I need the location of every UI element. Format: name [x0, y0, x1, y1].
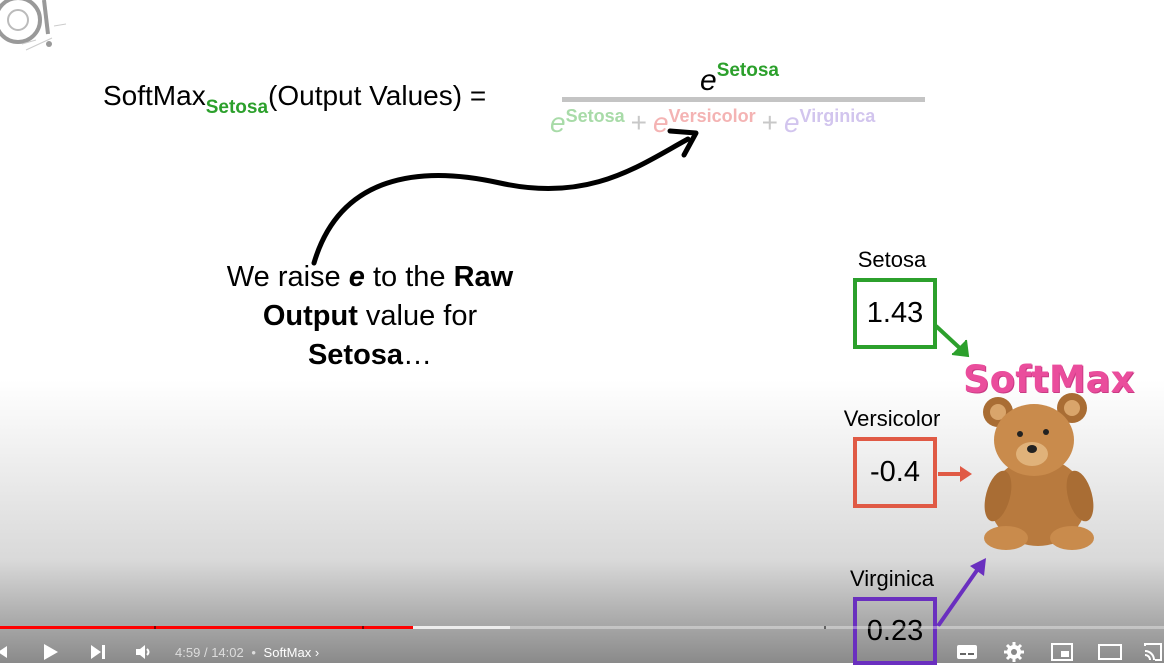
chapter-marker	[824, 626, 826, 629]
progress-bar[interactable]	[0, 626, 1164, 629]
chapter-title[interactable]: SoftMax	[263, 645, 312, 660]
class-label-virginica: Virginica	[850, 566, 934, 591]
next-icon[interactable]	[86, 640, 110, 664]
softmax-title: SoftMax	[963, 358, 1135, 401]
class-label-versicolor: Versicolor	[843, 406, 941, 431]
miniplayer-icon[interactable]	[1049, 641, 1075, 663]
volume-icon[interactable]	[132, 640, 156, 664]
prev-icon[interactable]	[0, 640, 12, 664]
time-display: 4:59 / 14:02 • SoftMax ›	[175, 645, 320, 660]
explanation-text: We raise e to the Raw Output value for S…	[226, 261, 514, 371]
progress-played	[0, 626, 414, 629]
subtitles-icon[interactable]	[954, 641, 980, 663]
virginica-arrow	[936, 558, 986, 628]
value-box-setosa: 1.43	[853, 278, 937, 349]
formula-denominator: eSetosa+eVersicolor+eVirginica	[550, 106, 876, 138]
chapter-marker	[154, 626, 156, 629]
channel-logo-icon	[0, 0, 67, 51]
cast-icon[interactable]	[1142, 641, 1164, 663]
value-box-virginica: 0.23	[853, 597, 937, 665]
value-box-versicolor: -0.4	[853, 437, 937, 508]
curved-arrow	[311, 128, 699, 266]
softmax-formula-lhs: SoftMaxSetosa(Output Values) =	[103, 80, 487, 118]
fraction-line	[562, 97, 925, 102]
teddy-bear-illustration	[983, 393, 1094, 550]
chevron-right-icon[interactable]: ›	[314, 645, 320, 660]
input-arrows	[934, 324, 972, 482]
chapter-marker	[362, 626, 364, 629]
settings-icon[interactable]	[1002, 641, 1026, 663]
class-label-setosa: Setosa	[857, 247, 927, 272]
theater-icon[interactable]	[1096, 641, 1124, 663]
play-icon[interactable]	[38, 640, 62, 664]
formula-numerator: eSetosa	[700, 60, 779, 97]
